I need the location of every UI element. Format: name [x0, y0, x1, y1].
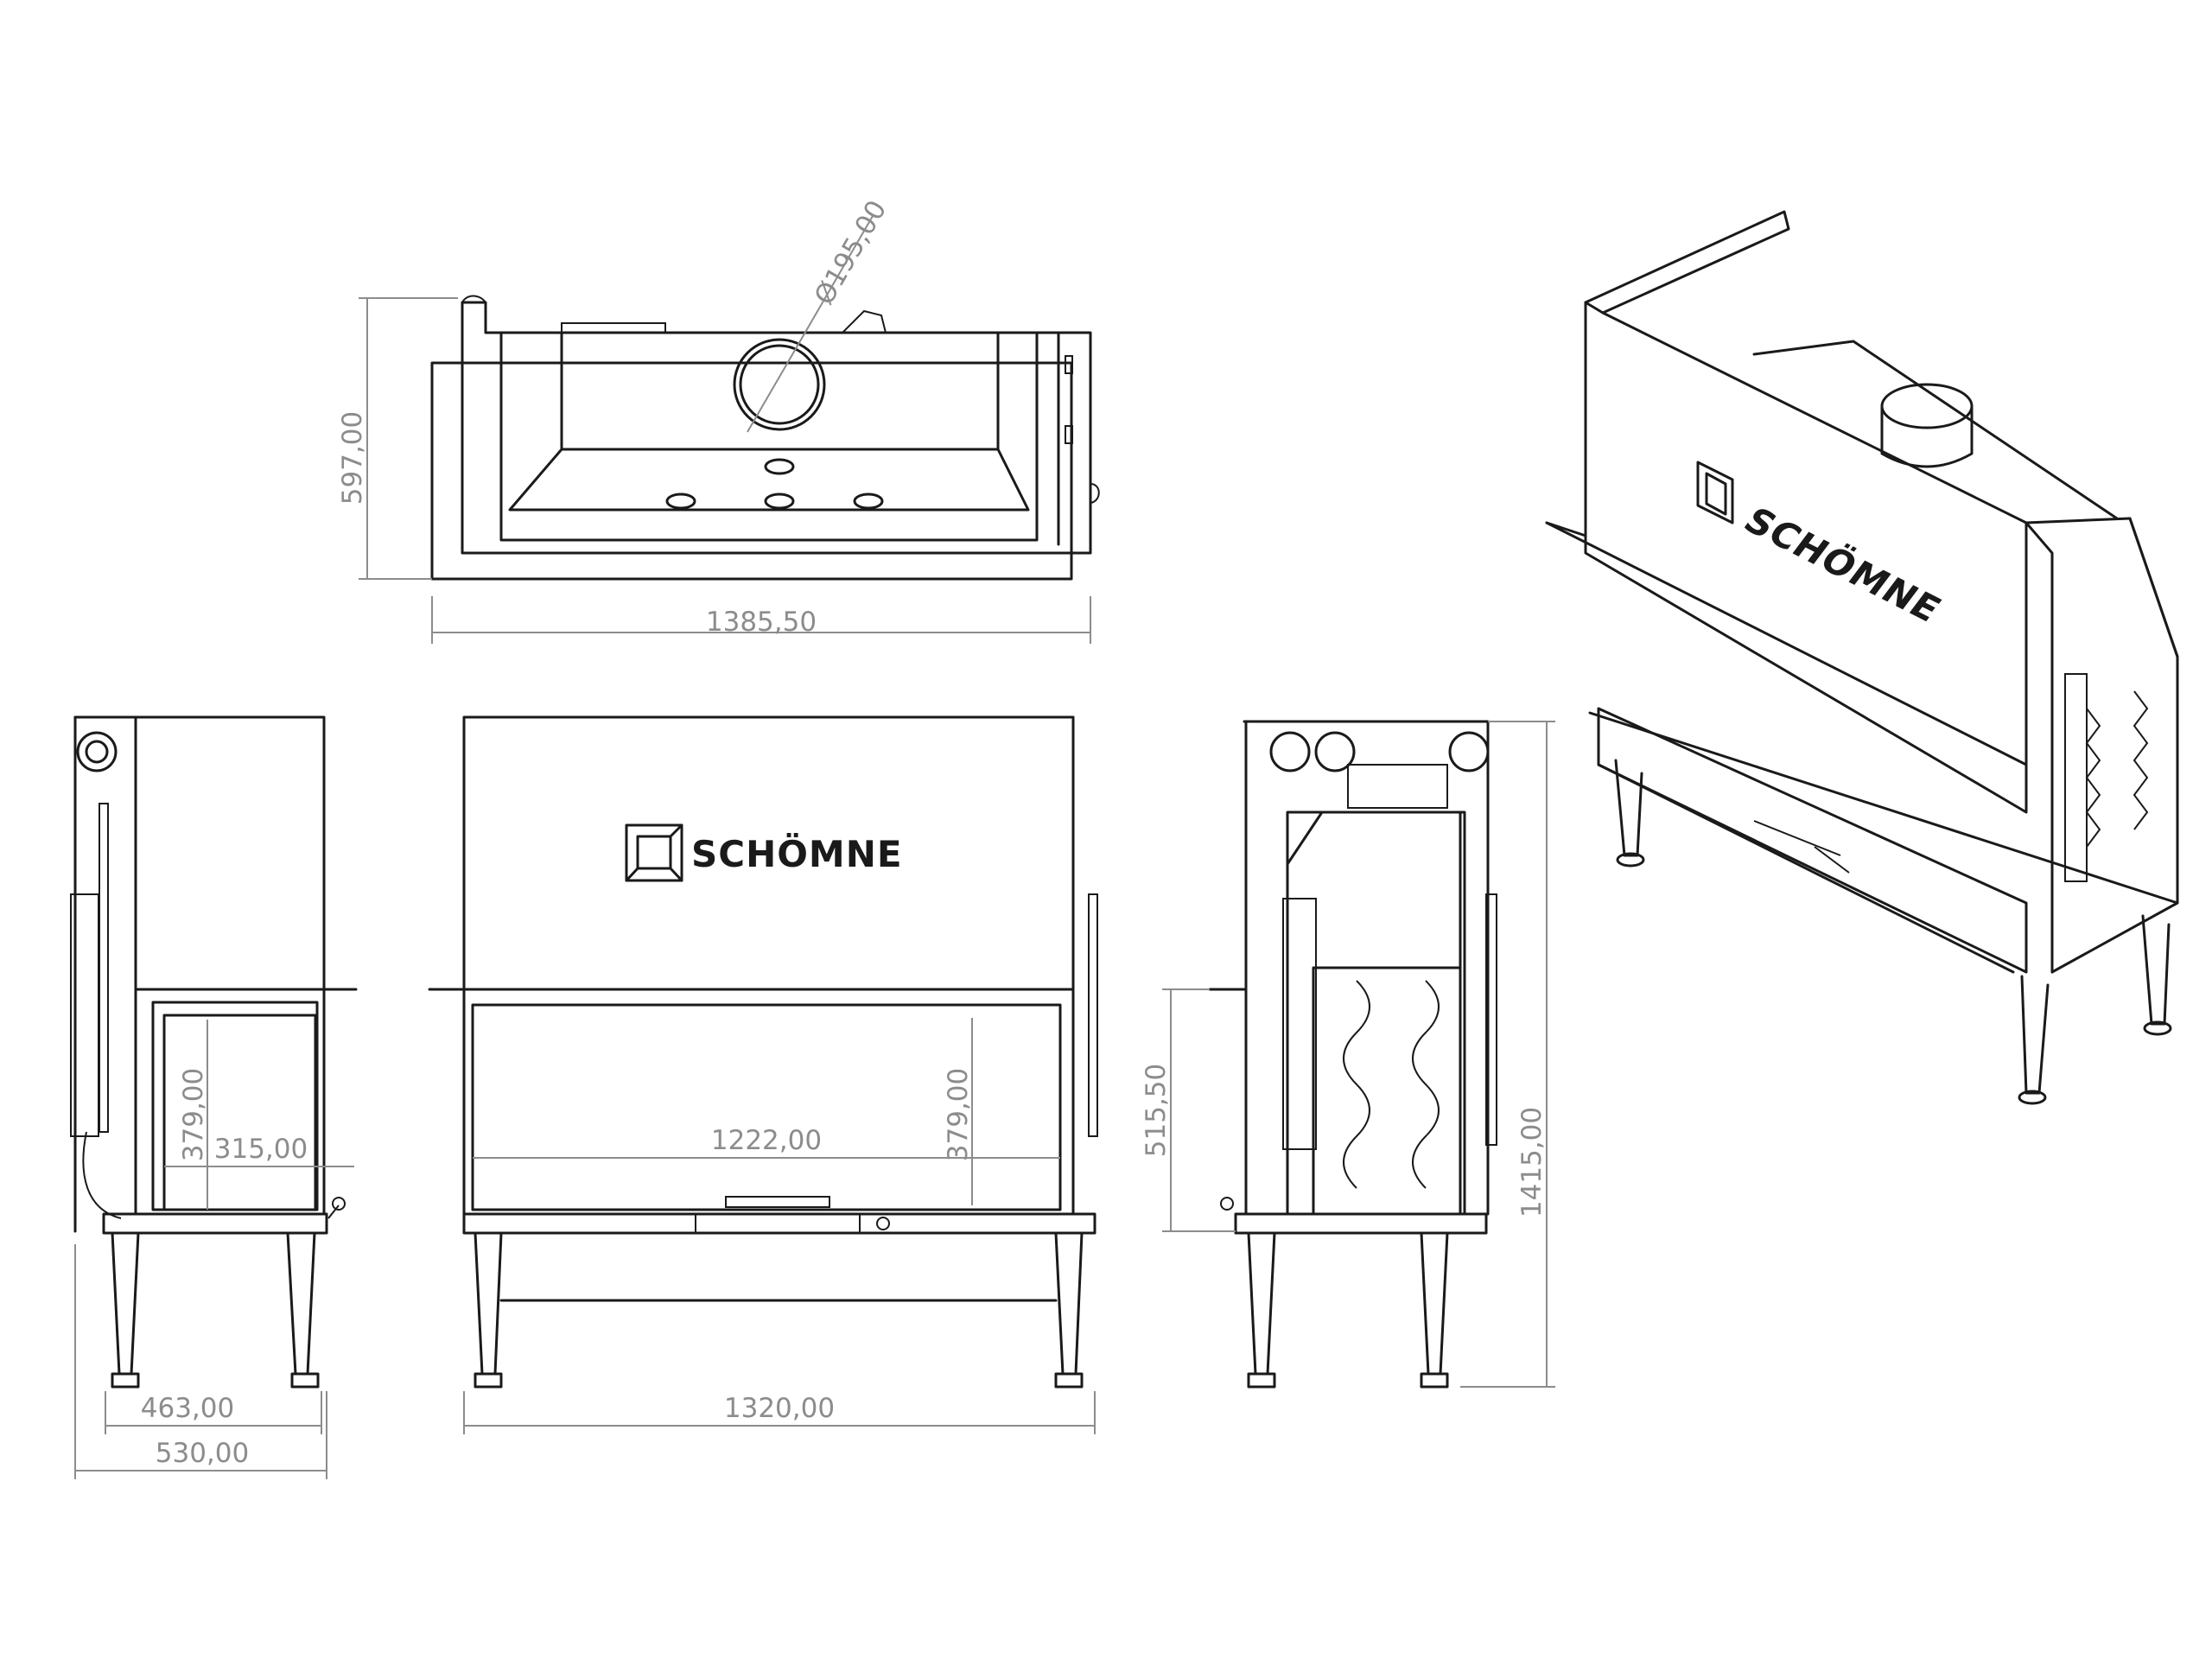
side-depth-dimension-1: 463,00	[141, 1393, 234, 1424]
top-depth-dimension: 597,00	[337, 411, 368, 505]
right-door-height-dimension: 515,50	[1141, 1064, 1172, 1157]
side-opening-height-dimension: 379,00	[178, 1068, 209, 1161]
flue-diameter-dimension: Ø195,00	[809, 195, 893, 310]
side-depth-dimension-2: 530,00	[156, 1438, 249, 1469]
isometric-logo: SCHÖMNE	[1696, 461, 1950, 630]
right-side-view: 515,50 1415,00	[1141, 720, 1555, 1389]
front-opening-height-dimension: 379,00	[943, 1068, 974, 1161]
front-opening-width-dimension: 1222,00	[711, 1125, 822, 1156]
top-view: 1385,50 597,00 Ø195,00	[337, 195, 1100, 644]
left-side-view: 379,00 315,00 463,00 530,00	[70, 715, 358, 1479]
isometric-brand-name: SCHÖMNE	[1736, 499, 1950, 630]
front-logo: SCHÖMNE	[625, 823, 903, 882]
front-width-dimension: 1320,00	[724, 1393, 835, 1424]
side-opening-width-dimension: 315,00	[214, 1134, 308, 1165]
top-width-dimension: 1385,50	[706, 607, 817, 638]
front-view: SCHÖMNE 379,00 1222,00 1320,00	[428, 715, 1098, 1434]
isometric-view: SCHÖMNE	[1545, 210, 2179, 1105]
front-brand-name: SCHÖMNE	[691, 832, 903, 875]
overall-height-dimension: 1415,00	[1516, 1107, 1548, 1217]
